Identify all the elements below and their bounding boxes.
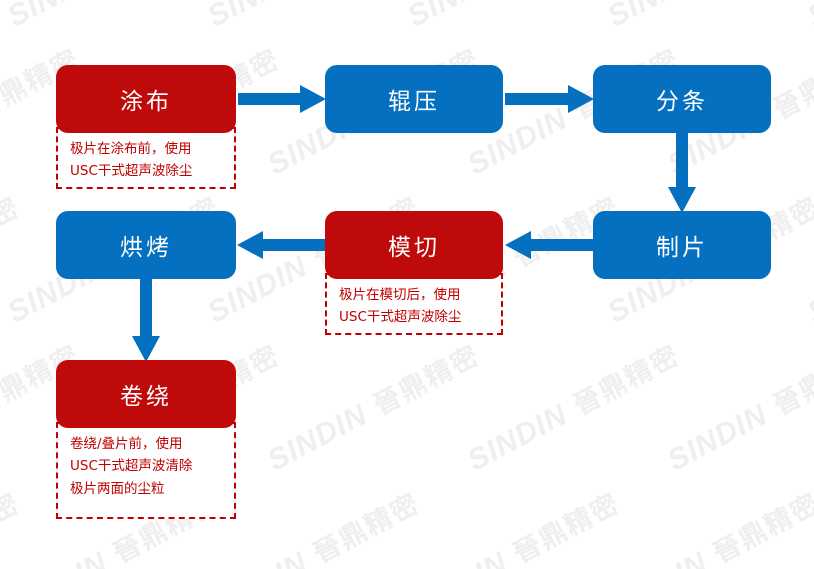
- node-sheeting[interactable]: 制片: [593, 211, 771, 279]
- arrow-coating-to-rolling: [238, 83, 326, 115]
- node-label-slitting: 分条: [656, 89, 708, 115]
- arrow-rolling-to-slitting: [505, 83, 594, 115]
- note-die-cutting: 极片在模切后，使用 USC干式超声波除尘: [325, 273, 503, 335]
- node-label-baking: 烘烤: [120, 235, 172, 261]
- node-label-rolling: 辊压: [388, 89, 440, 115]
- node-die-cutting[interactable]: 模切: [325, 211, 503, 279]
- arrow-die-cutting-to-baking: [237, 229, 326, 261]
- arrow-sheeting-to-die-cutting: [505, 229, 594, 261]
- note-coating: 极片在涂布前，使用 USC干式超声波除尘: [56, 127, 236, 189]
- node-label-winding: 卷绕: [120, 384, 172, 410]
- node-coating[interactable]: 涂布: [56, 65, 236, 133]
- node-label-sheeting: 制片: [656, 235, 708, 261]
- arrow-baking-to-winding: [130, 278, 162, 362]
- node-winding[interactable]: 卷绕: [56, 360, 236, 428]
- note-winding: 卷绕/叠片前，使用 USC干式超声波清除 极片两面的尘粒: [56, 422, 236, 519]
- arrow-slitting-to-sheeting: [666, 132, 698, 213]
- node-label-die-cutting: 模切: [388, 235, 440, 261]
- node-label-coating: 涂布: [120, 89, 172, 115]
- node-slitting[interactable]: 分条: [593, 65, 771, 133]
- node-baking[interactable]: 烘烤: [56, 211, 236, 279]
- node-rolling[interactable]: 辊压: [325, 65, 503, 133]
